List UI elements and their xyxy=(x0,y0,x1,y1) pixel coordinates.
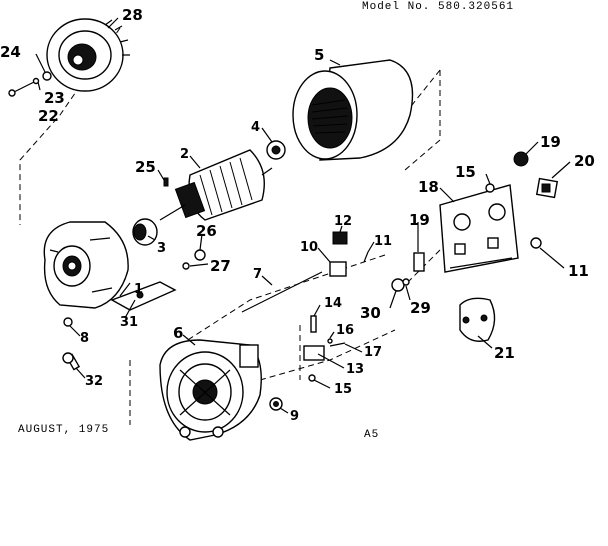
callout-7: 7 xyxy=(253,267,262,282)
callout-18: 18 xyxy=(418,178,439,196)
callout-3: 3 xyxy=(157,241,166,256)
part-28-fan xyxy=(46,18,130,92)
part-19-terminals xyxy=(413,151,529,272)
callout-1: 1 xyxy=(134,282,143,297)
callout-22: 22 xyxy=(38,107,59,125)
part-9-nut xyxy=(269,397,283,411)
part-10-12-switch xyxy=(329,231,348,277)
callout-5: 5 xyxy=(314,46,324,64)
leader-lines xyxy=(35,17,571,414)
callout-9: 9 xyxy=(290,409,299,424)
part-22-23-24-screw xyxy=(8,71,52,97)
callout-11-upper: 11 xyxy=(374,234,392,249)
callout-19-lower: 19 xyxy=(409,211,430,229)
callout-10: 10 xyxy=(300,240,318,255)
model-number: Model No. 580.320561 xyxy=(362,1,514,13)
callout-26: 26 xyxy=(196,222,217,240)
callout-30: 30 xyxy=(360,304,381,322)
callout-31: 31 xyxy=(120,315,138,330)
callout-19-upper: 19 xyxy=(540,133,561,151)
part-1-end-bell xyxy=(43,221,129,309)
part-20-connector xyxy=(535,177,559,199)
callout-17: 17 xyxy=(364,345,382,360)
callout-6: 6 xyxy=(173,324,183,342)
callout-4: 4 xyxy=(251,120,260,135)
callout-27: 27 xyxy=(210,257,231,275)
part-21-bracket xyxy=(459,297,496,342)
callout-11-right: 11 xyxy=(568,262,589,280)
callout-25: 25 xyxy=(135,158,156,176)
footer-date: AUGUST, 1975 xyxy=(18,424,109,436)
callout-2: 2 xyxy=(180,147,189,162)
part-31-plate xyxy=(110,281,177,311)
part-5-motor-shell xyxy=(292,59,414,161)
callout-16: 16 xyxy=(336,323,354,338)
callout-12: 12 xyxy=(334,214,352,229)
part-11-screws xyxy=(363,237,542,263)
callout-29: 29 xyxy=(410,299,431,317)
callout-21: 21 xyxy=(494,344,515,362)
part-29-30-washers xyxy=(391,278,410,292)
part-2-rotor xyxy=(159,149,273,221)
callout-24: 24 xyxy=(0,43,21,61)
page-code: A5 xyxy=(364,429,379,441)
callout-numbers: 28 24 23 22 5 4 2 25 3 26 27 1 31 8 32 6… xyxy=(0,6,595,424)
callout-14: 14 xyxy=(324,296,342,311)
callout-15-upper: 15 xyxy=(455,163,476,181)
callout-13: 13 xyxy=(346,362,364,377)
part-3-bearing xyxy=(132,218,158,246)
callout-28: 28 xyxy=(122,6,143,24)
callout-23: 23 xyxy=(44,89,65,107)
callout-8: 8 xyxy=(80,331,89,346)
part-18-terminal-plate xyxy=(439,184,519,273)
callout-15-lower: 15 xyxy=(334,382,352,397)
part-4-bearing xyxy=(266,140,286,160)
part-7-rod xyxy=(241,271,323,313)
part-25-key xyxy=(163,177,169,187)
callout-32: 32 xyxy=(85,374,103,389)
part-15-screw xyxy=(485,183,495,193)
part-13-17-hardware xyxy=(303,315,346,382)
part-6-front-end-bell xyxy=(159,339,262,441)
part-8-32-screws xyxy=(62,317,81,371)
callout-20: 20 xyxy=(574,152,595,170)
